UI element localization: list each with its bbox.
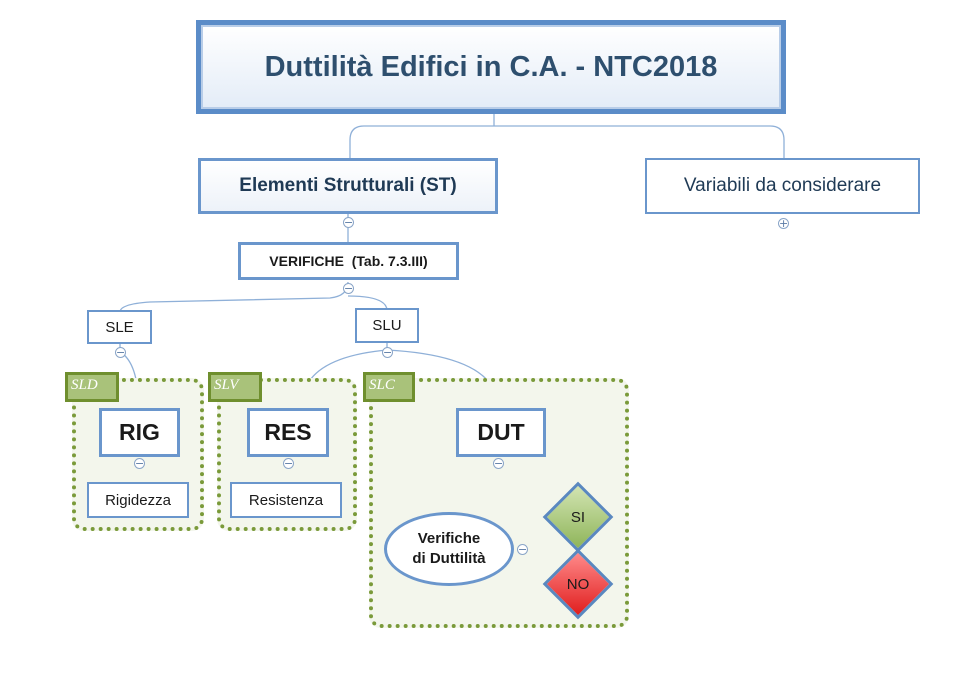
dut-label: DUT: [477, 419, 525, 445]
sle-node[interactable]: SLE: [87, 310, 152, 344]
sld-tag: SLD: [65, 372, 119, 402]
verifiche-duttilita-node[interactable]: Verifiche di Duttilità: [384, 512, 514, 586]
sle-label: SLE: [105, 318, 134, 336]
si-label: SI: [570, 508, 586, 526]
rigidezza-label: Rigidezza: [105, 491, 171, 509]
expand-variabili-toggle[interactable]: +: [778, 217, 789, 230]
dut-node[interactable]: DUT: [456, 408, 546, 457]
collapse-verifiche-duttilita-toggle[interactable]: −: [517, 543, 528, 556]
res-label: RES: [264, 419, 312, 445]
collapse-sle-toggle[interactable]: −: [115, 346, 126, 359]
no-label: NO: [566, 575, 590, 593]
verifiche-duttilita-line1: Verifiche: [417, 530, 481, 547]
collapse-rig-toggle[interactable]: −: [134, 457, 145, 470]
rigidezza-node[interactable]: Rigidezza: [87, 482, 189, 518]
slu-label: SLU: [372, 317, 402, 334]
res-node[interactable]: RES: [247, 408, 329, 457]
slv-tag: SLV: [208, 372, 262, 402]
collapse-dut-toggle[interactable]: −: [493, 457, 504, 470]
verifiche-duttilita-line2: di Duttilità: [412, 550, 486, 567]
si-decision-node[interactable]: SI: [542, 481, 614, 553]
rig-label: RIG: [119, 419, 160, 445]
collapse-elementi-toggle[interactable]: −: [343, 216, 354, 229]
resistenza-label: Resistenza: [248, 491, 324, 509]
title-box[interactable]: Duttilità Edifici in C.A. - NTC2018: [196, 20, 786, 114]
slc-tag: SLC: [363, 372, 415, 402]
elementi-strutturali-node[interactable]: Elementi Strutturali (ST): [198, 158, 498, 214]
verifiche-node[interactable]: VERIFICHE (Tab. 7.3.III): [238, 242, 459, 280]
variabili-label: Variabili da considerare: [683, 175, 882, 196]
collapse-res-toggle[interactable]: −: [283, 457, 294, 470]
title-text: Duttilità Edifici in C.A. - NTC2018: [264, 50, 718, 83]
collapse-slu-toggle[interactable]: −: [382, 346, 393, 359]
rig-node[interactable]: RIG: [99, 408, 180, 457]
variabili-node[interactable]: Variabili da considerare: [645, 158, 920, 214]
verifiche-label: VERIFICHE (Tab. 7.3.III): [269, 253, 428, 269]
collapse-verifiche-toggle[interactable]: −: [343, 282, 354, 295]
resistenza-node[interactable]: Resistenza: [230, 482, 342, 518]
no-decision-node[interactable]: NO: [542, 548, 614, 620]
elementi-strutturali-label: Elementi Strutturali (ST): [239, 175, 457, 196]
slu-node[interactable]: SLU: [355, 308, 419, 343]
